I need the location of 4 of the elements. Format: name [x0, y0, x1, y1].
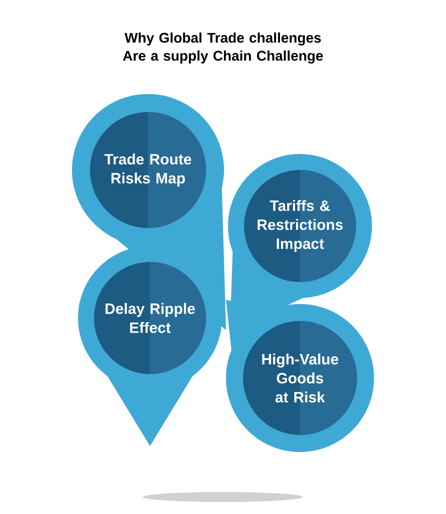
teardrop-node: High-Value Goods at Risk	[226, 300, 374, 452]
node-label: Tariffs & Restrictions Impact	[258, 200, 343, 252]
title: Why Global Trade challenges Are a supply Chain Challenge	[123, 32, 323, 64]
teardrop-node: Delay Ripple Effect	[78, 246, 222, 446]
